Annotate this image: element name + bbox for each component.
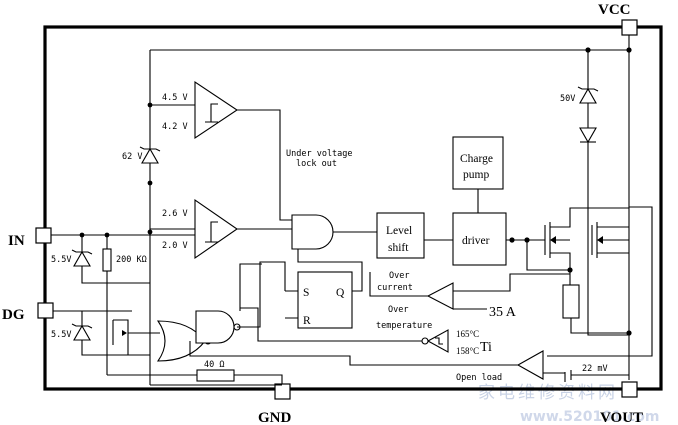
temp-low-label: 158°C xyxy=(456,346,479,356)
latch-s: S xyxy=(303,287,309,299)
uvlo-comparator-upper xyxy=(194,80,238,140)
overtemp-label-1: Over xyxy=(388,305,408,315)
pin-dg xyxy=(37,302,54,319)
pin-in-label: IN xyxy=(8,233,25,249)
wire xyxy=(453,273,570,310)
pin-gnd xyxy=(274,383,291,400)
overcurrent-threshold: 35 A xyxy=(489,305,517,320)
pin-vcc-label: VCC xyxy=(598,2,631,18)
sense-resistor xyxy=(562,284,580,319)
driver-block xyxy=(452,212,507,266)
charge-pump-label-1: Charge xyxy=(460,153,493,165)
uvlo-comparator-lower xyxy=(194,198,238,260)
latch-r: R xyxy=(303,315,311,327)
openload-threshold: 22 mV xyxy=(582,364,608,374)
nand-gate xyxy=(195,310,235,344)
wire xyxy=(547,206,653,357)
temp-high-label: 165°C xyxy=(456,329,479,339)
uvlo-label-1: Under voltage xyxy=(286,149,353,159)
diode-icon xyxy=(579,127,597,144)
overtemp-comparator xyxy=(426,329,449,353)
sense-mosfet-icon xyxy=(544,207,629,270)
zener-dg-label: 5.5V xyxy=(51,330,71,340)
openload-label: Open load xyxy=(456,373,502,383)
openload-comparator xyxy=(516,350,544,380)
dg-transistor-icon xyxy=(112,319,160,355)
charge-pump-label-2: pump xyxy=(463,169,489,181)
junction xyxy=(509,237,515,243)
pin-in xyxy=(35,227,52,244)
power-mosfet-icon xyxy=(591,222,629,258)
wire xyxy=(239,263,262,311)
pin-vout-label: VOUT xyxy=(600,410,643,425)
wire xyxy=(285,290,298,319)
resistor-40 xyxy=(196,369,235,382)
charge-pump-block xyxy=(452,136,504,190)
resistor-200k-label: 200 KΩ xyxy=(116,255,147,265)
wire xyxy=(369,272,428,297)
threshold-4-5v: 4.5 V xyxy=(162,93,188,103)
level-shift-block xyxy=(376,212,425,259)
pin-dg-label: DG xyxy=(2,307,25,323)
wire xyxy=(189,341,518,366)
junction xyxy=(626,330,632,336)
level-shift-label-2: shift xyxy=(388,242,409,254)
overcurrent-label-2: current xyxy=(377,283,413,293)
temp-sensor-label: Ti xyxy=(480,340,492,355)
driver-label: driver xyxy=(462,235,490,247)
latch-q: Q xyxy=(336,287,345,299)
wire xyxy=(237,261,286,328)
overtemp-label-2: temperature xyxy=(376,321,432,331)
threshold-4-2v: 4.2 V xyxy=(162,122,188,132)
nor-gate xyxy=(156,320,206,362)
sr-latch xyxy=(297,271,353,329)
zener-62v-icon xyxy=(139,146,161,164)
wire xyxy=(526,240,570,271)
pin-vout xyxy=(621,381,638,398)
level-shift-label-1: Level xyxy=(386,225,412,237)
zener-in-icon xyxy=(71,249,93,267)
clamp-wire xyxy=(587,50,629,336)
package-outline xyxy=(43,25,663,391)
overtemp-bubble xyxy=(421,337,429,345)
zener-62v-label: 62 V xyxy=(122,152,142,162)
hysteresis-icon xyxy=(435,337,443,345)
wire xyxy=(107,374,283,384)
wire xyxy=(237,109,292,221)
zener-in-label: 5.5V xyxy=(51,255,71,265)
wire xyxy=(240,307,422,342)
offset-source-icon xyxy=(543,370,629,382)
threshold-2-0v: 2.0 V xyxy=(162,241,188,251)
resistor-200k xyxy=(102,248,112,272)
wire xyxy=(570,318,629,334)
wire xyxy=(149,228,195,235)
uvlo-label-2: lock out xyxy=(296,159,337,169)
pin-gnd-label: GND xyxy=(258,410,292,425)
overcurrent-label-1: Over xyxy=(389,271,409,281)
junction xyxy=(626,47,632,53)
zener-50v-label: 50V xyxy=(560,94,575,104)
zener-dg-icon xyxy=(71,323,93,341)
overcurrent-comparator xyxy=(426,282,454,310)
zener-50v-icon xyxy=(577,86,599,104)
and-gate xyxy=(291,214,334,250)
pin-vcc xyxy=(621,19,638,36)
watermark-url: www.520101.com xyxy=(520,409,660,425)
watermark-text: 家电维修资料网 xyxy=(478,383,618,403)
junction xyxy=(147,180,153,186)
threshold-2-6v: 2.6 V xyxy=(162,209,188,219)
resistor-40-label: 40 Ω xyxy=(204,360,224,370)
